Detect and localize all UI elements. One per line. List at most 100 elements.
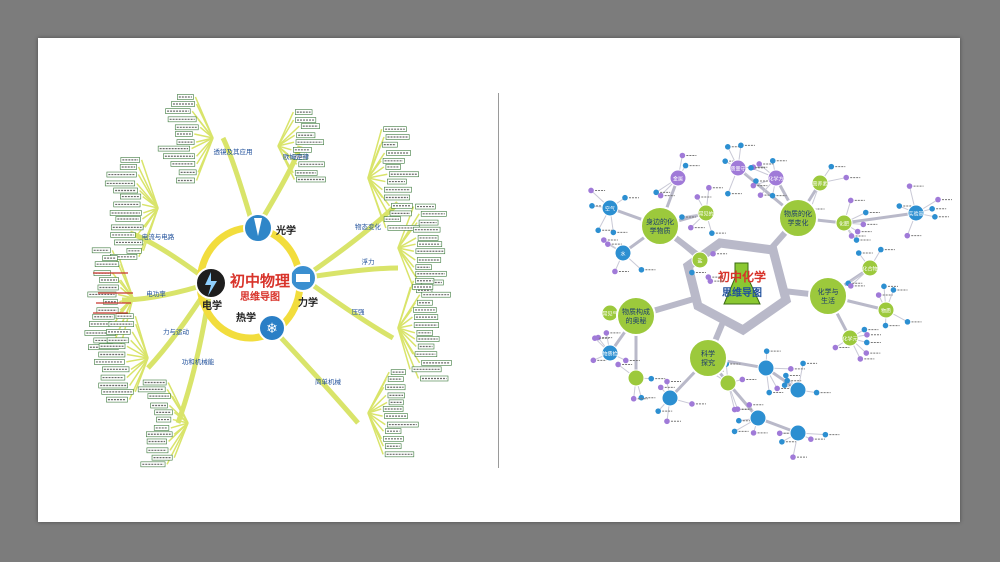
chemistry-topic-label: 化学与 bbox=[818, 287, 839, 296]
physics-branch-line bbox=[301, 275, 395, 341]
physics-leaf-box bbox=[109, 210, 142, 216]
chemistry-topic-node bbox=[688, 338, 728, 378]
physics-sub-line bbox=[195, 137, 214, 181]
chemistry-leaf-node bbox=[774, 385, 780, 392]
physics-leaf-box bbox=[163, 153, 195, 160]
physics-sub-line bbox=[277, 145, 296, 180]
physics-sub-line bbox=[367, 412, 385, 432]
physics-sub-line bbox=[141, 207, 159, 220]
physics-branch-label: 透镜及其应用 bbox=[214, 147, 253, 156]
physics-leaf-box bbox=[415, 203, 436, 210]
chemistry-topic-label: 物质的化 bbox=[784, 209, 812, 218]
chemistry-leaf-node bbox=[766, 389, 773, 396]
chemistry-leaf-node bbox=[679, 214, 685, 220]
physics-leaf-box bbox=[137, 386, 166, 393]
physics-title-bg bbox=[230, 266, 292, 306]
physics-branch-line bbox=[220, 136, 256, 227]
chemistry-sub-label: 水 bbox=[620, 251, 625, 258]
physics-leaf-box bbox=[151, 454, 173, 461]
chemistry-leaf-node bbox=[739, 376, 746, 383]
chemistry-leaf-node bbox=[781, 382, 788, 389]
chemistry-mind-map: 初中化学 思维导图 空气水金属常见的盐质量守化学方营养素化肥化合物物质化学元实验… bbox=[588, 142, 952, 460]
physics-sub-line bbox=[131, 331, 149, 359]
physics-sub-line bbox=[397, 324, 413, 329]
chemistry-leaf-node bbox=[769, 192, 776, 199]
chemistry-sub-node bbox=[661, 389, 679, 407]
chemistry-topic-label: 身边的化 bbox=[646, 217, 674, 226]
chemistry-leaf-node bbox=[843, 174, 850, 181]
physics-leaf-box bbox=[391, 202, 413, 209]
physics-leaf-box bbox=[98, 343, 126, 350]
chemistry-sub-node bbox=[601, 199, 619, 217]
physics-sub-line bbox=[367, 144, 381, 179]
chemistry-sub-node bbox=[835, 214, 853, 232]
chemistry-leaf-node bbox=[875, 292, 882, 298]
physics-sub-line bbox=[277, 141, 295, 147]
chemistry-sub-node bbox=[601, 344, 619, 362]
physics-sub-line bbox=[126, 353, 149, 359]
physics-sub-line bbox=[171, 395, 189, 424]
chemistry-leaf-node bbox=[595, 227, 601, 234]
physics-subtitle: 思维导图 bbox=[240, 290, 280, 303]
chemistry-leaf-node bbox=[748, 164, 754, 171]
chemistry-topic-label: 科学 bbox=[701, 349, 715, 358]
chemistry-leaf-node bbox=[604, 241, 611, 247]
chemistry-leaf-node bbox=[657, 384, 664, 391]
physics-sub-line bbox=[367, 412, 386, 426]
chemistry-sub-branch bbox=[843, 211, 917, 225]
chemistry-leaf-node bbox=[648, 375, 655, 382]
physics-leaf-box bbox=[417, 235, 439, 241]
chemistry-topic-label: 探究 bbox=[701, 358, 715, 367]
chemistry-leaf-node bbox=[906, 183, 913, 189]
physics-sub-line bbox=[129, 357, 149, 386]
chemistry-leaf-node bbox=[709, 230, 715, 236]
chemistry-leaf-node bbox=[788, 366, 794, 372]
chemistry-leaf-node bbox=[776, 430, 783, 437]
chemistry-topic-label: 物质构成 bbox=[622, 307, 650, 316]
chemistry-node-labels: 空气水金属常见的盐质量守化学方营养素化肥化合物物质化学元实验基常见气物质检身边的… bbox=[602, 166, 923, 368]
physics-sub-line bbox=[112, 297, 134, 325]
chemistry-topic-label: 学物质 bbox=[650, 226, 671, 235]
chemistry-leaf-node bbox=[687, 224, 694, 231]
physics-sub-line bbox=[397, 247, 415, 252]
chemistry-leaf-node bbox=[769, 157, 776, 164]
chemistry-leaf-node bbox=[588, 187, 594, 194]
chemistry-sub-label: 营养素 bbox=[812, 181, 827, 188]
chemistry-leaf-node bbox=[603, 330, 610, 336]
chemistry-leaf-node bbox=[589, 203, 595, 209]
scale-icon bbox=[296, 274, 310, 282]
center-divider bbox=[498, 93, 499, 468]
chemistry-leaf-node bbox=[896, 203, 903, 209]
physics-leaf-box bbox=[298, 161, 325, 168]
physics-sub-line bbox=[196, 137, 214, 165]
chemistry-sub-node bbox=[627, 369, 645, 387]
chemistry-leaf-node bbox=[904, 319, 911, 325]
physics-leaf-box bbox=[295, 117, 317, 123]
physics-leaf-box bbox=[120, 193, 142, 200]
chemistry-leaf-node bbox=[657, 192, 664, 199]
physics-leaf-box bbox=[412, 284, 434, 290]
physics-sub-line bbox=[367, 401, 388, 414]
physics-sub-line bbox=[367, 177, 387, 229]
chemistry-sub-node bbox=[697, 204, 715, 222]
physics-leaf-box bbox=[110, 224, 144, 231]
chemistry-leaf-node bbox=[790, 454, 796, 460]
chemistry-sub-label: 物质 bbox=[881, 308, 891, 315]
chemistry-leaf-node bbox=[800, 360, 806, 367]
physics-leaf-box bbox=[382, 406, 404, 412]
chemistry-leaf-node bbox=[753, 178, 759, 184]
physics-leaf-box bbox=[413, 226, 441, 233]
physics-leaf-box bbox=[102, 255, 118, 261]
chemistry-leaf-node bbox=[854, 228, 861, 235]
chemistry-leaf-node bbox=[779, 438, 785, 445]
chemistry-leaf-node bbox=[860, 221, 867, 228]
chemistry-topic-label: 的奥秘 bbox=[626, 316, 647, 325]
chemistry-topic-node bbox=[616, 296, 656, 336]
chemistry-leaf-node bbox=[694, 194, 701, 200]
chemistry-leaf-node bbox=[757, 192, 764, 198]
chemistry-topic-node bbox=[778, 198, 818, 238]
chemistry-leaf-node bbox=[828, 163, 835, 170]
physics-sub-line bbox=[397, 316, 413, 329]
physics-leaf-boxes bbox=[84, 94, 452, 468]
